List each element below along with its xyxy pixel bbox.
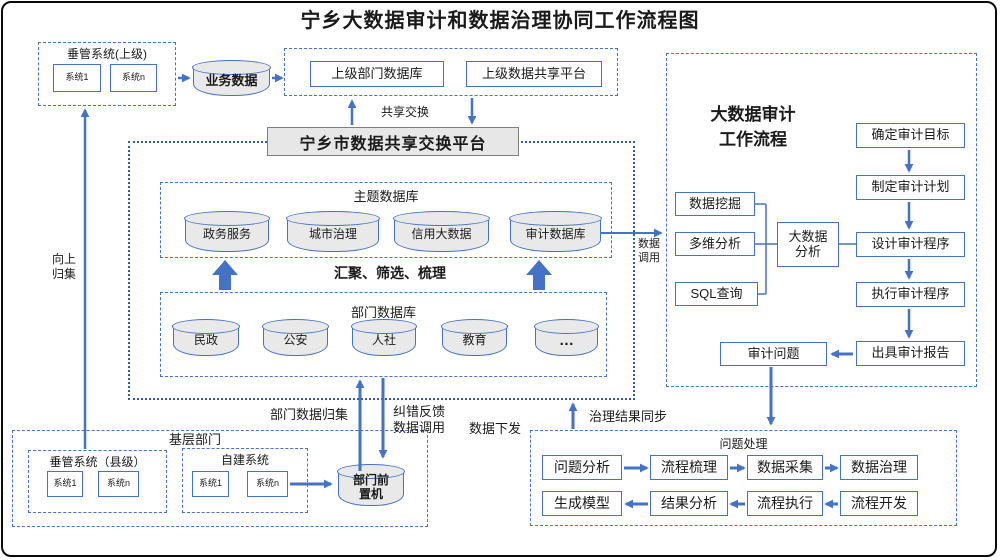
self-built-system-label: 自建系统 [220,453,269,467]
problem-handling-box: 问题处理 [530,430,957,526]
data-call-label: 数据 调用 [638,238,660,264]
step-issue-report-box: 出具审计报告 [856,341,965,366]
vertical-system-upper-label: 垂管系统(上级) [67,47,147,61]
audit-issue-box: 审计问题 [720,342,827,366]
step-design-procedure-box: 设计审计程序 [856,232,965,257]
county-system-n-box: 系统n [98,471,139,497]
process-execution-box: 流程执行 [747,491,823,516]
tool-sql-query-box: SQL查询 [675,282,758,306]
dept-collect-label: 部门数据归集 [269,407,348,422]
cylinder-education: 教育 [441,319,508,356]
vertical-system-upper-box: 垂管系统(上级) [38,42,176,106]
vertical-system-county-label: 垂管系统（县级） [49,455,146,469]
step-define-goal-box: 确定审计目标 [856,123,965,148]
audit-workflow-title: 大数据审计 工作流程 [710,105,796,149]
self-system-1-box: 系统1 [192,471,229,497]
business-data-cylinder: 业务数据 [192,60,271,96]
upper-databases-box [284,48,618,96]
theme-database-box: 主题数据库 [160,182,612,258]
step-execute-procedure-box: 执行审计程序 [856,282,965,307]
problem-analysis-box: 问题分析 [542,455,622,480]
upper-dept-database-box: 上级部门数据库 [310,61,444,87]
cylinder-more: … [534,319,599,356]
up-collect-label: 向上 归集 [51,252,76,281]
upper-share-platform-box: 上级数据共享平台 [466,61,602,87]
cylinder-audit-database: 审计数据库 [509,211,602,252]
process-sorting-box: 流程梳理 [650,455,728,480]
tool-data-mining-box: 数据挖掘 [675,192,755,216]
cylinder-human-resources: 人社 [351,319,417,356]
self-built-system-box: 自建系统 [182,448,308,513]
generate-model-box: 生成模型 [542,491,622,516]
upper-system-n-box: 系统n [110,64,157,92]
data-governance-box: 数据治理 [840,455,918,480]
step-make-plan-box: 制定审计计划 [856,175,965,200]
grassroots-box [12,430,428,527]
dept-database-label: 部门数据库 [350,305,416,320]
dept-database-box: 部门数据库 [160,292,607,377]
upper-system-1-box: 系统1 [53,64,101,92]
county-system-1-box: 系统1 [47,471,83,497]
share-exchange-label: 共享交换 [380,105,429,119]
cylinder-civil-affairs: 民政 [172,319,240,356]
cylinder-public-security: 公安 [262,319,329,356]
city-exchange-platform: 宁乡市数据共享交换平台 [267,127,519,156]
govern-sync-label: 治理结果同步 [588,409,667,424]
theme-database-label: 主题数据库 [353,189,419,204]
data-collection-box: 数据采集 [747,455,823,480]
tool-multidim-analysis-box: 多维分析 [675,232,755,256]
feedback-label: 纠错反馈 数据调用 [392,404,445,436]
grassroots-label: 基层部门 [168,432,221,447]
cylinder-gov-service: 政务服务 [184,211,270,252]
aggregate-filter-label: 汇聚、筛选、梳理 [334,265,446,281]
bigdata-analysis-box: 大数据 分析 [777,222,839,267]
problem-handling-label: 问题处理 [719,437,768,451]
vertical-system-county-box: 垂管系统（县级） [28,450,167,513]
diagram-title: 宁乡大数据审计和数据治理协同工作流程图 [300,10,700,32]
cylinder-credit-bigdata: 信用大数据 [393,211,490,252]
audit-workflow-box [666,53,977,387]
result-analysis-box: 结果分析 [650,491,728,516]
front-machine-cylinder: 部门前 置机 [337,464,405,506]
data-dispatch-label: 数据下发 [468,421,521,436]
process-development-box: 流程开发 [840,491,918,516]
self-system-n-box: 系统n [247,471,288,497]
cylinder-city-governance: 城市治理 [286,211,380,252]
